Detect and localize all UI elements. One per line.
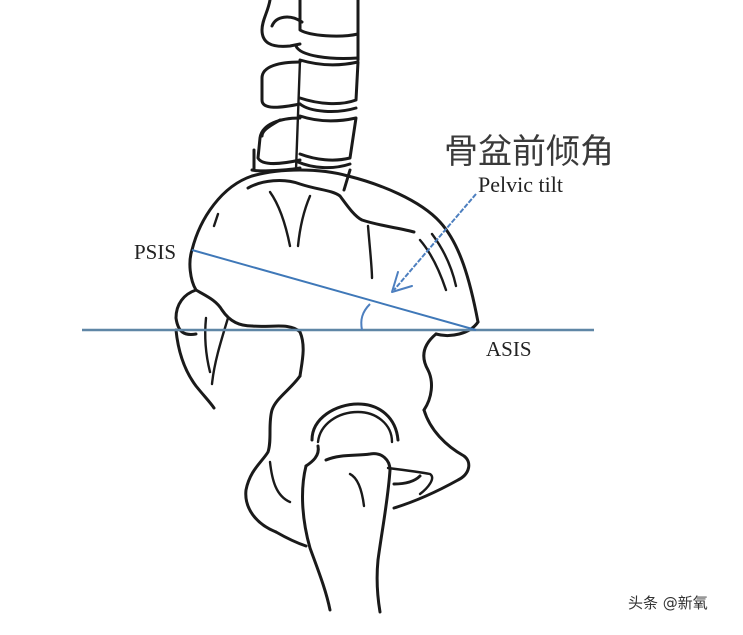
- angle-arc: [360, 303, 371, 331]
- lumbar-spine-drawing: [250, 0, 360, 192]
- diagram-title-cn: 骨盆前倾角: [444, 132, 614, 172]
- psis-label: PSIS: [134, 240, 177, 264]
- asis-label: ASIS: [486, 337, 532, 361]
- pelvic-tilt-label: Pelvic tilt: [478, 172, 563, 197]
- watermark: 头条 @新氧: [628, 594, 708, 612]
- pelvic-tilt-arrow: [391, 193, 477, 293]
- pelvis-drawing: [174, 168, 480, 614]
- psis-asis-line: [191, 249, 477, 331]
